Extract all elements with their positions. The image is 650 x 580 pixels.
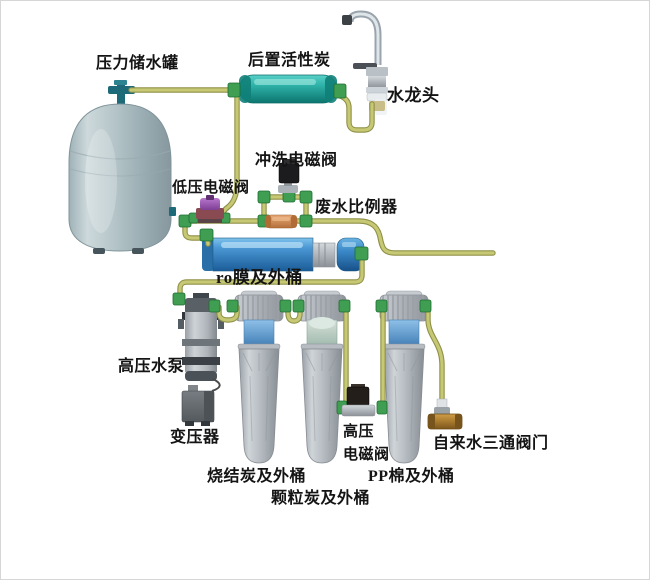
tank-side-port [169, 207, 176, 216]
label-faucet: 水龙头 [387, 86, 440, 105]
label-post-carbon: 后置活性炭 [248, 52, 331, 69]
label-low-pressure-valve: 低压电磁阀 [172, 180, 250, 196]
pressure-storage-tank [68, 80, 176, 254]
high-pressure-pump [178, 293, 224, 392]
label-granular-carbon: 颗粒炭及外桶 [271, 490, 371, 507]
high-pressure-solenoid-valve [341, 384, 376, 417]
label-hp-valve: 高压 电磁阀 [343, 424, 390, 463]
label-three-way-valve: 自来水三通阀门 [433, 435, 549, 452]
low-pressure-solenoid-valve [196, 195, 224, 223]
waste-water-ratio [264, 214, 298, 229]
flush-solenoid-valve [278, 159, 300, 193]
faucet [342, 10, 388, 115]
label-waste-ratio: 废水比例器 [315, 199, 398, 216]
faucet-spout-tip [342, 15, 352, 25]
ro-membrane [202, 237, 365, 272]
transformer [181, 385, 215, 426]
granular-carbon-bottle [297, 290, 347, 464]
label-flush-valve: 冲洗电磁阀 [255, 152, 338, 169]
tube-fittings [172, 82, 432, 415]
label-pump: 高压水泵 [118, 358, 185, 375]
label-pressure-tank: 压力储水罐 [96, 55, 179, 72]
pump-power-wire [211, 378, 221, 392]
label-transformer: 变压器 [170, 429, 220, 446]
label-ro-membrane: ro膜及外桶 [216, 268, 303, 287]
post-carbon-filter [238, 74, 338, 104]
three-way-valve [427, 398, 463, 430]
sintered-carbon-bottle [234, 290, 284, 464]
label-pp-cotton: PP棉及外桶 [368, 468, 455, 485]
label-sintered-carbon: 烧结炭及外桶 [207, 468, 307, 485]
pp-cotton-bottle [379, 290, 429, 464]
